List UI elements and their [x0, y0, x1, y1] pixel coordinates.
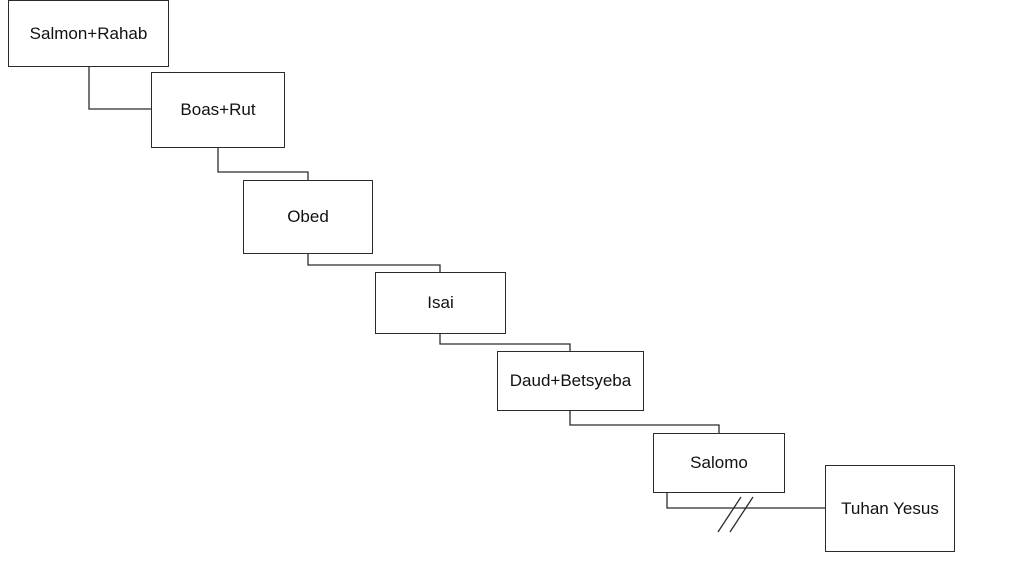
node-obed: Obed	[243, 180, 373, 254]
connector-salomo-to-yesus	[666, 493, 825, 509]
node-salmon-rahab: Salmon+Rahab	[8, 0, 169, 67]
node-label: Boas+Rut	[180, 100, 256, 119]
break-mark-2	[729, 496, 754, 533]
node-label: Tuhan Yesus	[841, 498, 939, 518]
connector-obed-to-isai	[307, 254, 441, 272]
connector-salmon-to-boas	[88, 67, 151, 110]
break-mark-1	[717, 496, 742, 533]
node-label: Obed	[287, 207, 329, 226]
node-tuhan-yesus: Tuhan Yesus	[825, 465, 955, 552]
node-label: Isai	[427, 293, 454, 312]
connector-daud-to-salomo	[569, 411, 720, 433]
node-isai: Isai	[375, 272, 506, 334]
node-salomo: Salomo	[653, 433, 785, 493]
connector-isai-to-daud	[439, 334, 571, 351]
node-daud-betsyeba: Daud+Betsyeba	[497, 351, 644, 411]
node-label: Salmon+Rahab	[29, 23, 148, 43]
node-label: Daud+Betsyeba	[509, 371, 632, 390]
connector-boas-to-obed	[217, 148, 309, 180]
node-boas-rut: Boas+Rut	[151, 72, 285, 148]
node-label: Salomo	[690, 453, 748, 472]
